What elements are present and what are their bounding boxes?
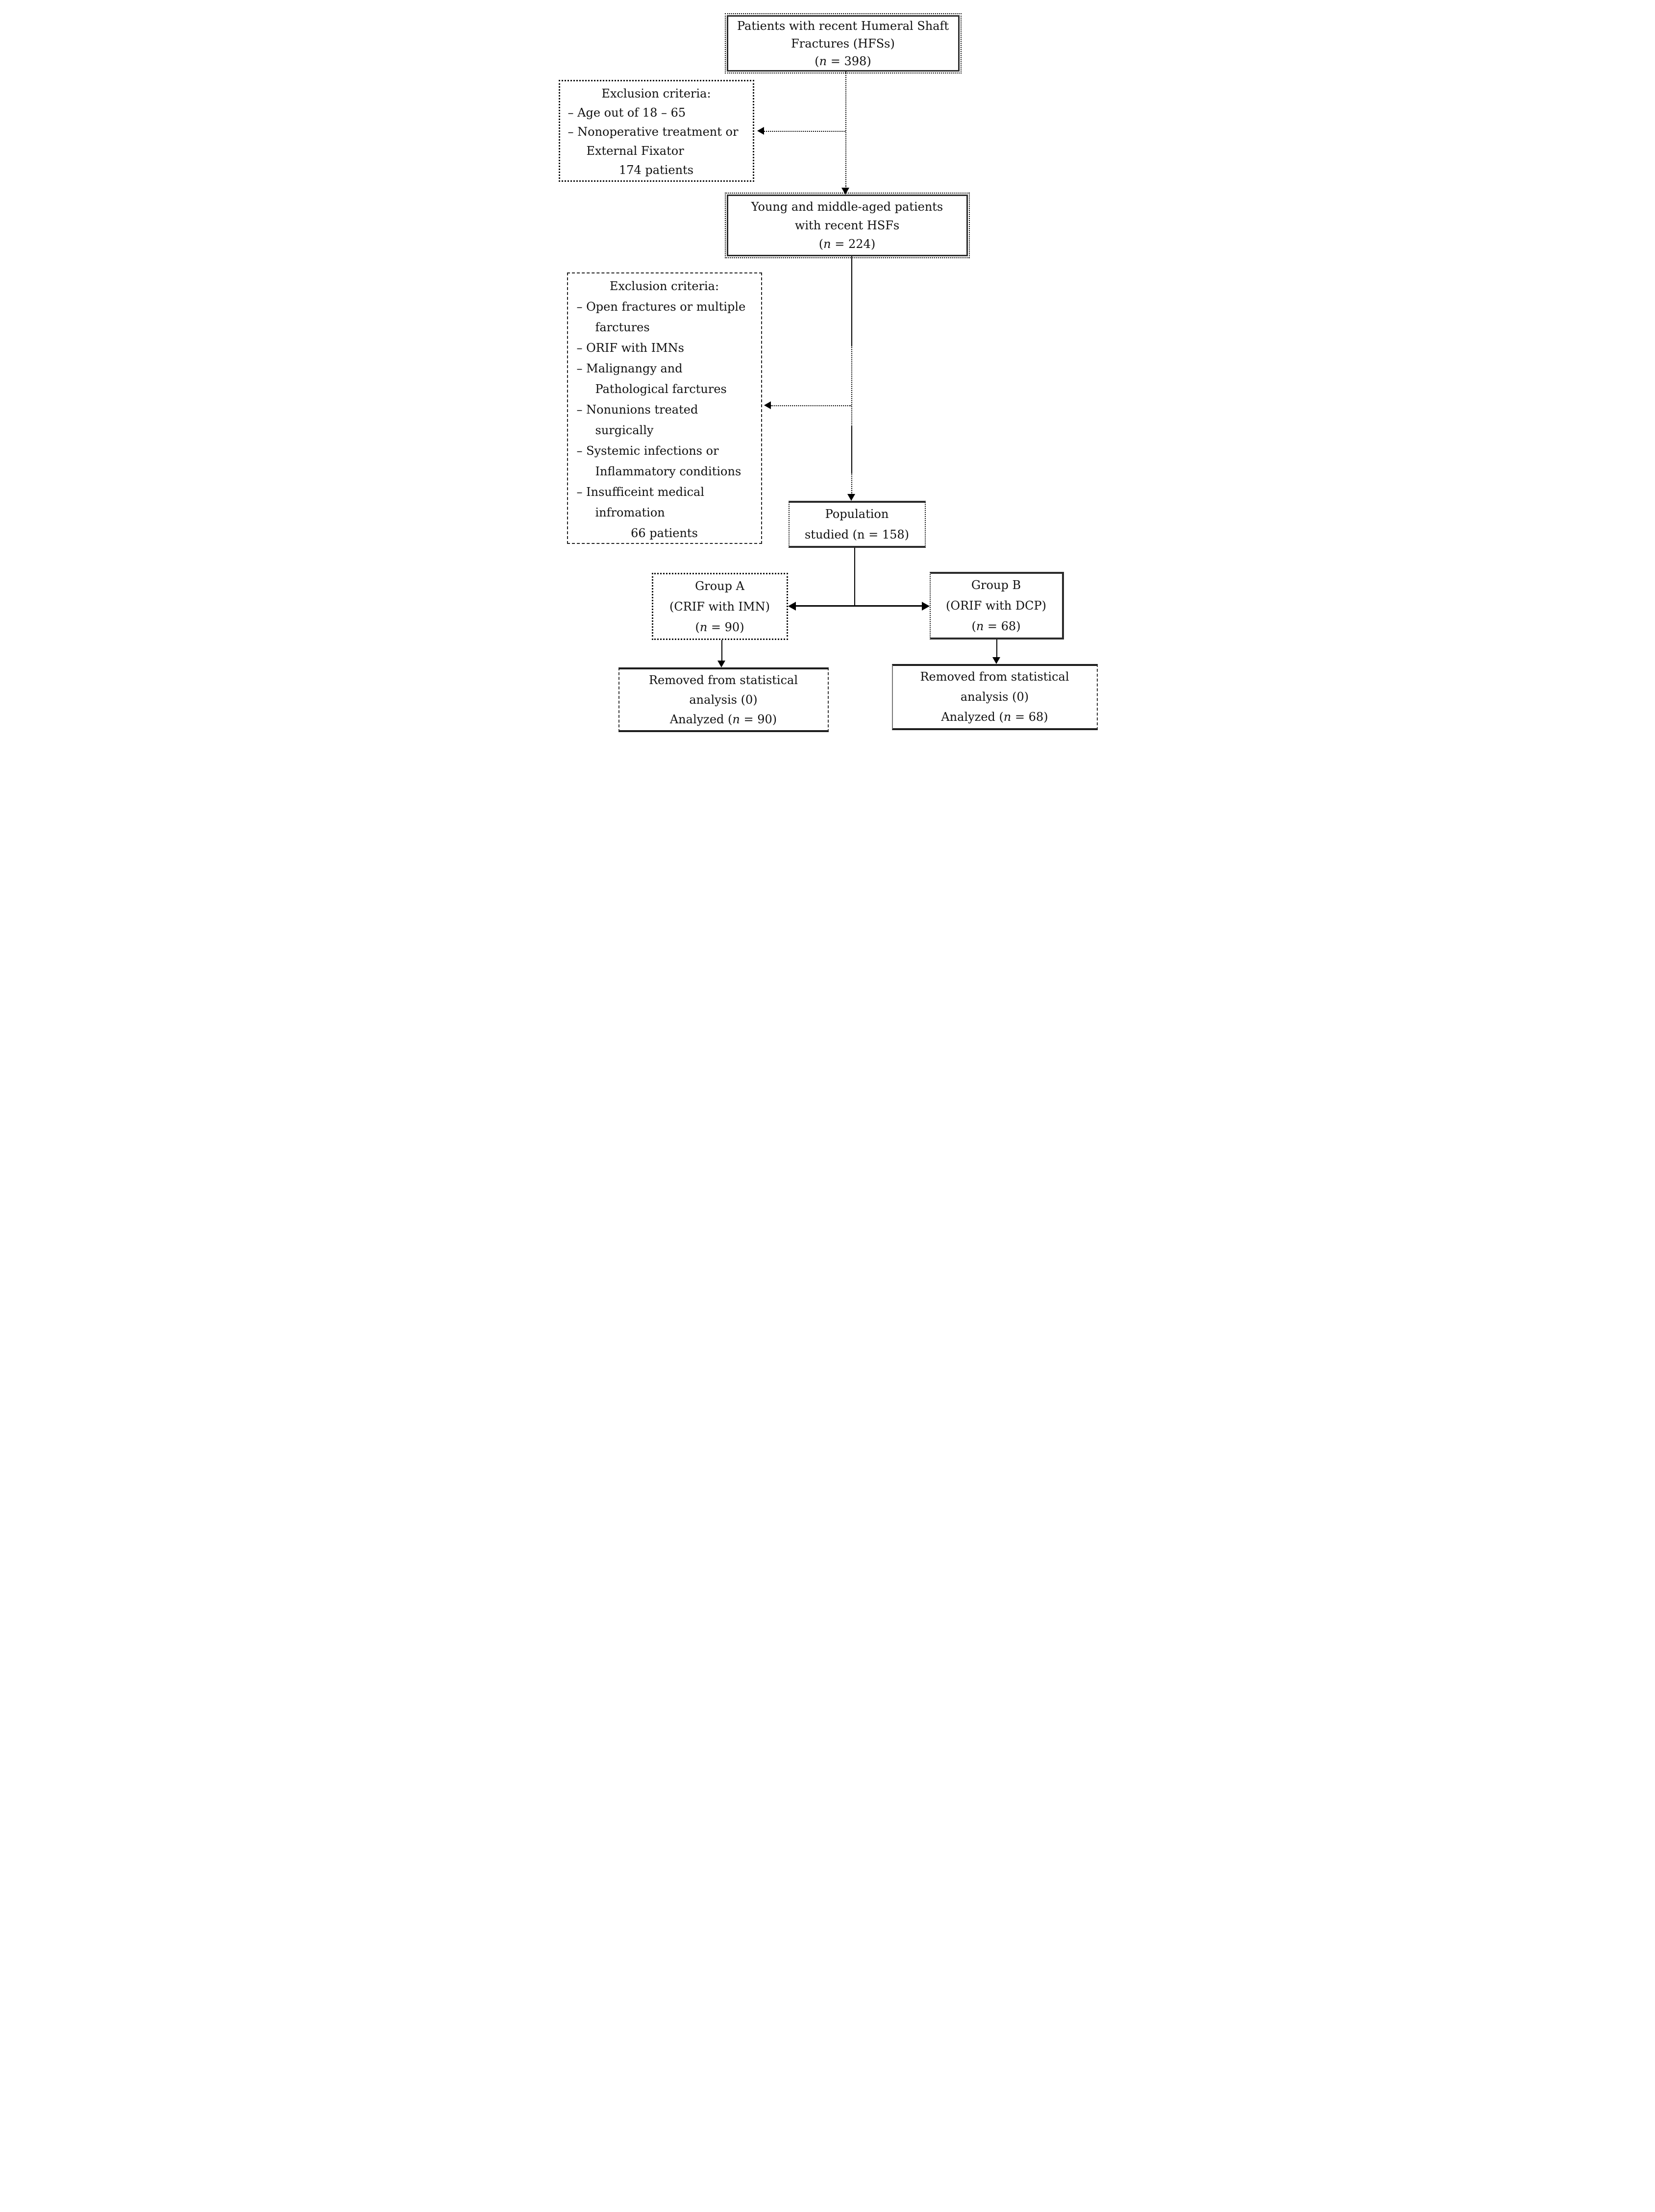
box-text-line: with recent HSFs — [794, 219, 900, 232]
exclusion-item-continuation: Pathological farctures — [595, 382, 727, 396]
arrowhead-left-into-group-a-icon — [788, 602, 796, 611]
exclusion-item: – Age out of 18 – 65 — [568, 106, 686, 120]
exclusion-item-continuation: External Fixator — [586, 144, 684, 158]
arrowhead-down-into-analyzed-a-icon — [717, 661, 725, 667]
exclusion-item-continuation: surgically — [595, 423, 654, 437]
box-text-line: (CRIF with IMN) — [669, 599, 770, 614]
n-var: n — [976, 619, 984, 633]
n-var: n — [732, 713, 740, 726]
box-analyzed-group-b: Removed from statistical analysis (0) An… — [891, 664, 1098, 730]
connector-branch-to-exclusion-2 — [770, 405, 851, 406]
arrowhead-down-into-population-icon — [847, 494, 855, 501]
n-var: n — [1003, 710, 1012, 724]
box-group-b: Group B (ORIF with DCP) (n = 68) — [929, 572, 1064, 639]
box-n-count: Analyzed (n = 68) — [893, 707, 1097, 727]
n-pre: ( — [815, 54, 819, 68]
arrowhead-down-into-young-icon — [841, 188, 849, 195]
box-n-count: (n = 68) — [931, 616, 1062, 637]
exclusion-item-continuation: infromation — [595, 506, 665, 519]
n-rest: = 68) — [984, 619, 1021, 633]
n-rest: = 90) — [740, 713, 777, 726]
exclusion-item: – Nonoperative treatment or — [568, 125, 739, 139]
connector-group-b-to-analyzed — [996, 639, 997, 657]
n-var: n — [857, 528, 865, 541]
box-young-middle-aged: Young and middle-aged patients with rece… — [724, 193, 970, 258]
box-text-line: Removed from statistical — [920, 670, 1069, 684]
excluded-patient-count: 174 patients — [618, 163, 694, 177]
n-pre: Analyzed ( — [669, 713, 733, 726]
box-group-a: Group A (CRIF with IMN) (n = 90) — [651, 573, 788, 640]
connector-group-a-to-analyzed — [721, 640, 722, 661]
box-text-line: Fractures (HFSs) — [791, 36, 895, 50]
box-text-line: analysis (0) — [960, 690, 1029, 704]
exclusion-item: – Nonunions treated — [576, 403, 698, 417]
box-text-line: Group A — [695, 579, 744, 593]
exclusion-item: – Open fractures or multiple — [576, 300, 746, 314]
exclusion-item: – ORIF with IMNs — [576, 341, 684, 355]
n-var: n — [823, 237, 831, 251]
n-pre: ( — [818, 237, 824, 251]
box-text-line: Removed from statistical — [648, 673, 798, 687]
exclusion-title: Exclusion criteria: — [609, 279, 719, 293]
n-var: n — [819, 54, 827, 68]
exclusion-item: – Insufficeint medical — [576, 485, 705, 499]
box-n-count: (n = 90) — [653, 617, 787, 638]
arrowhead-right-into-group-b-icon — [921, 602, 930, 611]
connector-young-to-population-segment — [851, 426, 852, 473]
connector-split-horizontal — [795, 605, 922, 607]
patient-flow-diagram: Patients with recent Humeral Shaft Fract… — [551, 0, 1104, 737]
box-text-line: Group B — [971, 578, 1021, 592]
box-n-count: studied (n = 158) — [790, 524, 925, 545]
box-exclusion-criteria-2: Exclusion criteria: – Open fractures or … — [567, 272, 762, 544]
arrowhead-down-into-analyzed-b-icon — [992, 657, 1000, 664]
connector-branch-to-exclusion-1 — [764, 131, 845, 132]
n-rest: = 158) — [865, 528, 910, 541]
box-patients-recent-hsf: Patients with recent Humeral Shaft Fract… — [724, 13, 962, 74]
n-rest: = 68) — [1011, 710, 1048, 724]
exclusion-title: Exclusion criteria: — [601, 87, 711, 100]
n-pre: Analyzed ( — [941, 710, 1004, 724]
box-text-line: Young and middle-aged patients — [751, 200, 943, 214]
box-text-line: analysis (0) — [689, 693, 758, 707]
n-rest: = 224) — [831, 237, 876, 251]
n-rest: = 90) — [707, 620, 744, 634]
n-pre: ( — [695, 620, 700, 634]
box-n-count: Analyzed (n = 90) — [619, 710, 828, 729]
arrowhead-left-into-exclusion-2-icon — [764, 401, 771, 409]
n-pre: studied ( — [804, 528, 857, 541]
n-rest: = 398) — [827, 54, 871, 68]
exclusion-item: – Systemic infections or — [576, 444, 719, 458]
connector-population-to-split — [854, 548, 855, 606]
arrowhead-left-into-exclusion-1-icon — [757, 127, 764, 135]
box-text-line: Population — [825, 507, 889, 521]
exclusion-item-continuation: Inflammatory conditions — [595, 465, 741, 478]
excluded-patient-count: 66 patients — [631, 526, 698, 540]
exclusion-item-continuation: farctures — [595, 320, 650, 334]
box-population-studied: Population studied (n = 158) — [788, 501, 926, 548]
connector-top-to-young — [845, 72, 846, 187]
connector-young-to-population-segment — [851, 256, 852, 345]
box-text-line: Patients with recent Humeral Shaft — [737, 19, 949, 33]
connector-young-to-population-segment — [851, 345, 852, 426]
exclusion-item: – Malignangy and — [576, 362, 683, 375]
box-analyzed-group-a: Removed from statistical analysis (0) An… — [618, 667, 829, 732]
box-text-line: (ORIF with DCP) — [946, 599, 1046, 613]
box-n-count: (n = 224) — [728, 235, 966, 253]
box-n-count: (n = 398) — [728, 52, 958, 70]
connector-young-to-population-segment — [851, 473, 852, 494]
n-pre: ( — [971, 619, 976, 633]
box-exclusion-criteria-1: Exclusion criteria: – Age out of 18 – 65… — [558, 80, 754, 182]
n-var: n — [699, 620, 708, 634]
